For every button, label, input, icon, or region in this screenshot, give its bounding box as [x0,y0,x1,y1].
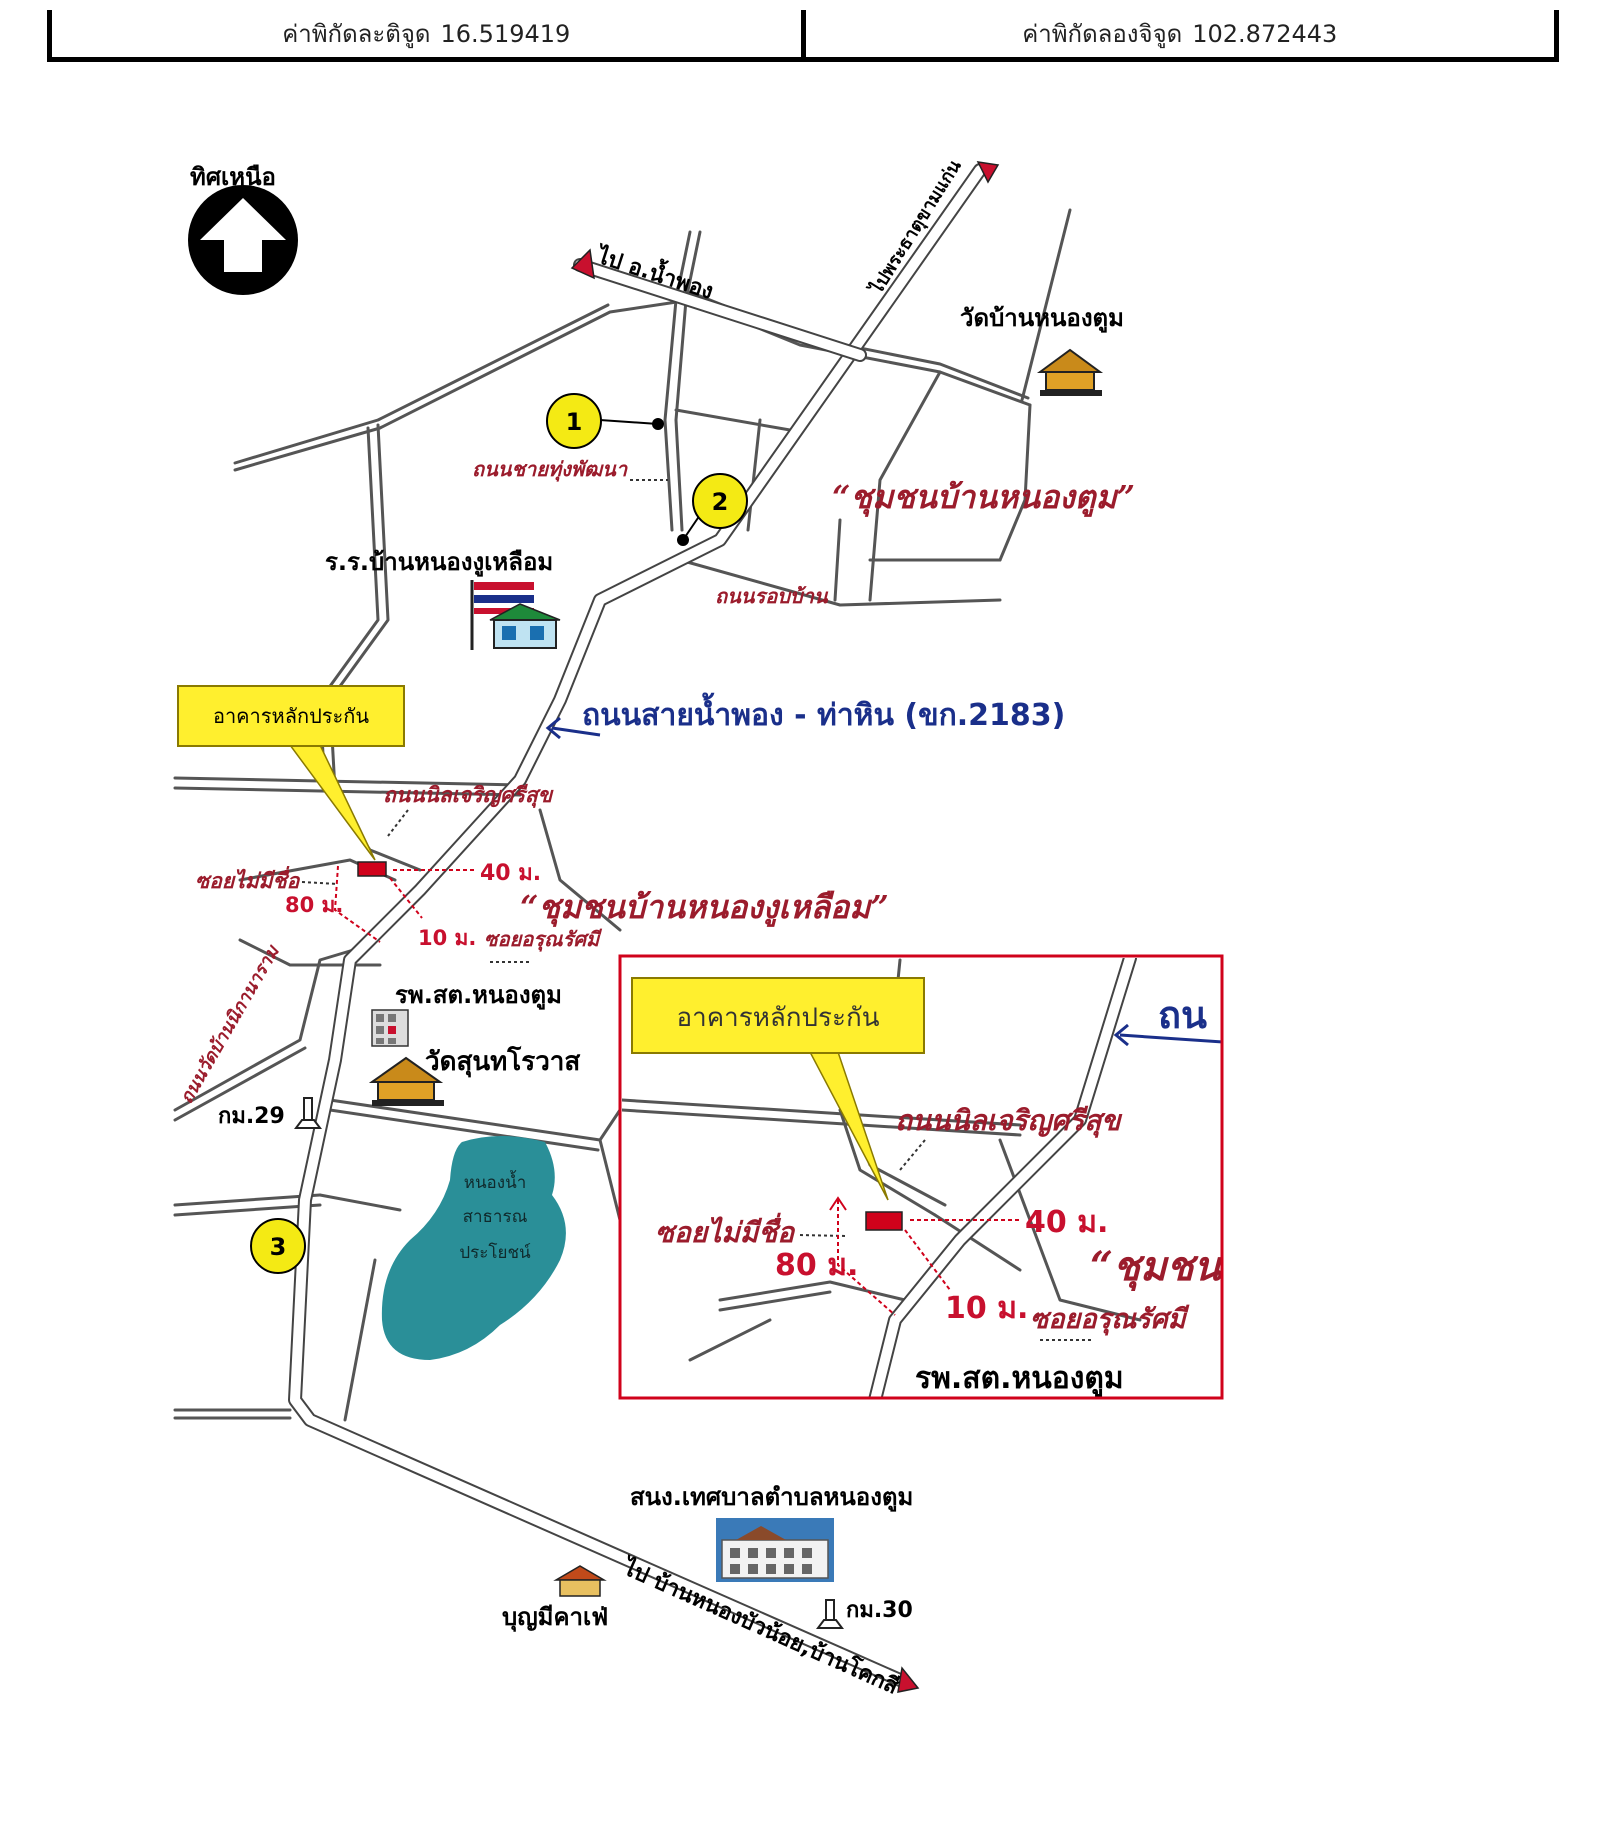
inset-soi-arun-label: ซอยอรุณรัศมี [1030,1304,1190,1336]
inset-hospital-label: รพ.สต.หนองตูม [915,1361,1124,1397]
coordinate-bar: ค่าพิกัดละติจูด 16.519419 ค่าพิกัดลองจิจ… [47,10,1559,62]
inset-property-callout-label: อาคารหลักประกัน [677,1003,880,1033]
inset-map: ถน “ชุมชนบ อาคารหลักประกัน ถนนนิลเจริญศร… [618,954,1250,1400]
marker-2-label: 2 [712,488,729,516]
wat-sun-label: วัดสุนทโรวาส [425,1045,580,1078]
longitude-value: 102.872443 [1192,19,1338,48]
marker-2: 2 [677,473,748,546]
community-nong-tum-label: “ชุมชนบ้านหนองตูม” [832,478,1135,517]
temple-icon [368,1056,444,1106]
to-phra-that-label: ไปพระธาตุขามแก่น [865,155,967,300]
dist-80-label: 80 ม. [285,893,343,917]
north-indicator: ทิศเหนือ [188,163,298,295]
main-road-label: ถนนสายน้ำพอง - ท่าหิน (ขก.2183) [582,692,1065,733]
arrow-nong-bua-icon [897,1666,920,1693]
main-road [288,163,987,1687]
road-nin-label: ถนนนิลเจริญศรีสุข [383,782,554,808]
property-callout: อาคารหลักประกัน [177,685,405,861]
pond-line-2: สาธารณ [463,1207,528,1227]
wat-nong-tum-label: วัดบ้านหนองตูม [960,304,1124,333]
latitude-value: 16.519419 [440,19,571,48]
public-pond [381,1136,566,1360]
cafe-icon [553,1565,607,1597]
property-marker [357,861,387,877]
inset-soi-no-name-label: ซอยไม่มีชื่อ [655,1212,796,1249]
km-post-icon [816,1599,844,1629]
marker-1-label: 1 [566,408,583,436]
hospital-icon [371,1009,409,1047]
km29-label: กม.29 [218,1104,285,1129]
community-nong-ngu-label: “ชุมชนบ้านหนองงูเหลือม” [520,888,889,927]
inset-road-fragment: ถน [1158,993,1207,1037]
marker-3-label: 3 [270,1233,287,1261]
secondary-roads [173,208,1072,1422]
km30-label: กม.30 [846,1598,913,1623]
arrow-phra-that-icon [976,161,1000,184]
longitude-label: ค่าพิกัดลองจิจูด [1022,20,1183,48]
soi-arun-label: ซอยอรุณรัศมี [484,927,602,952]
dist-40-label: 40 ม. [480,861,541,886]
pond-line-3: ประโยชน์ [459,1242,531,1263]
km-post-icon [294,1097,322,1129]
school-label: ร.ร.บ้านหนองงูเหลือม [325,548,553,577]
cafe-label: บุญมีคาเฟ่ [502,1603,608,1633]
inset-dist-10-label: 10 ม. [945,1291,1028,1326]
marker-1: 1 [546,393,664,449]
inset-dist-40-label: 40 ม. [1025,1205,1108,1240]
inset-property-marker [865,1211,903,1231]
inset-dist-80-label: 80 ม. [775,1248,858,1283]
hospital-label: รพ.สต.หนองตูม [395,981,562,1010]
municipality-label: สนง.เทศบาลตำบลหนองตูม [630,1483,913,1512]
marker-3: 3 [250,1218,306,1274]
pond-line-1: หนองน้ำ [464,1170,527,1193]
school-icon [470,580,561,650]
north-arrow-icon [200,198,286,272]
soi-no-name-label: ซอยไม่มีชื่อ [195,866,301,893]
road-rob-ban-label: ถนนรอบบ้าน [715,584,829,608]
latitude-cell: ค่าพิกัดละติจูด 16.519419 [52,10,801,57]
inset-road-nin-label: ถนนนิลเจริญศรีสุข [895,1104,1123,1138]
municipality-building-icon [716,1518,834,1582]
longitude-cell: ค่าพิกัดลองจิจูด 102.872443 [800,10,1555,57]
latitude-label: ค่าพิกัดละติจูด [282,20,431,48]
road-chai-thung-label: ถนนชายทุ่งพัฒนา [472,457,629,482]
temple-icon [1036,348,1104,396]
inset-community-fragment: “ชุมชนบ [1090,1243,1250,1292]
road-wat-ban-label: ถนนวัดบ้านนิกานาราม [176,941,285,1108]
dist-10-label: 10 ม. [418,926,476,950]
arrow-nam-phong-icon [570,248,595,280]
property-callout-label: อาคารหลักประกัน [213,704,369,728]
